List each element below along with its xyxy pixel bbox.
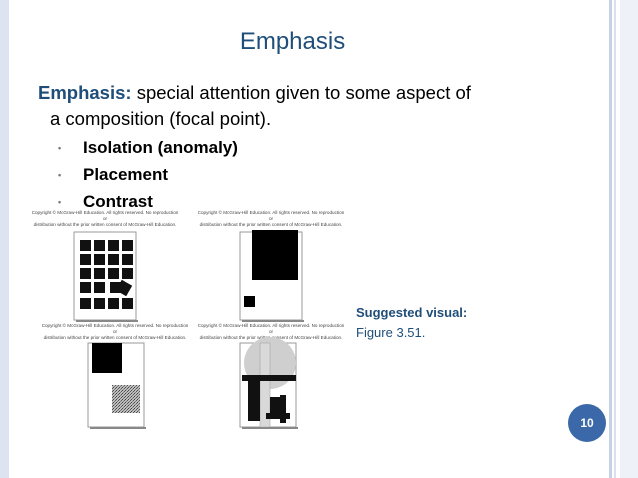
figure-isolation: Copyright © McGraw-Hill Education. All r… (30, 210, 180, 322)
isolation-figure (73, 231, 138, 322)
bullet-label: Contrast (83, 191, 153, 211)
slide-title: Emphasis (239, 28, 346, 55)
page-number-badge: 10 (568, 404, 606, 442)
bullet-label: Placement (83, 164, 169, 184)
figure-contrast: Copyright © McGraw-Hill Education. All r… (40, 323, 190, 429)
bullet-icon: • (58, 142, 62, 153)
figure-copyright: Copyright © McGraw-Hill Education. All r… (41, 323, 189, 340)
contrast-figure (87, 342, 146, 429)
right-border (609, 0, 612, 478)
figure-copyright: Copyright © McGraw-Hill Education. All r… (197, 210, 345, 227)
bullet-icon: • (58, 196, 62, 207)
intro-text: Emphasis: special attention given to som… (38, 80, 558, 132)
figure-placement: Copyright © McGraw-Hill Education. All r… (196, 210, 346, 322)
intro-term: Emphasis: (38, 82, 132, 103)
right-border (620, 0, 638, 478)
suggested-figure: Figure 3.51. (356, 325, 426, 340)
bullet-icon: • (58, 169, 62, 180)
bullet-list: • Isolation (anomaly) • Placement • Cont… (58, 134, 238, 215)
suggested-heading: Suggested visual: (356, 305, 468, 320)
bullet-label: Isolation (anomaly) (83, 137, 238, 157)
bullet-item: • Placement (58, 161, 238, 188)
figure-composition: Copyright © McGraw-Hill Education. All r… (196, 323, 346, 429)
composition-figure (239, 337, 298, 429)
bullet-item: • Isolation (anomaly) (58, 134, 238, 161)
left-border (0, 0, 9, 478)
placement-figure (239, 230, 304, 322)
right-border (614, 0, 616, 478)
bullet-item: • Contrast (58, 188, 238, 215)
intro-rest: special attention given to some aspect o… (131, 82, 471, 103)
figure-copyright: Copyright © McGraw-Hill Education. All r… (31, 210, 179, 227)
intro-line2: a composition (focal point). (50, 108, 272, 129)
suggested-visual: Suggested visual: Figure 3.51. (356, 303, 467, 343)
